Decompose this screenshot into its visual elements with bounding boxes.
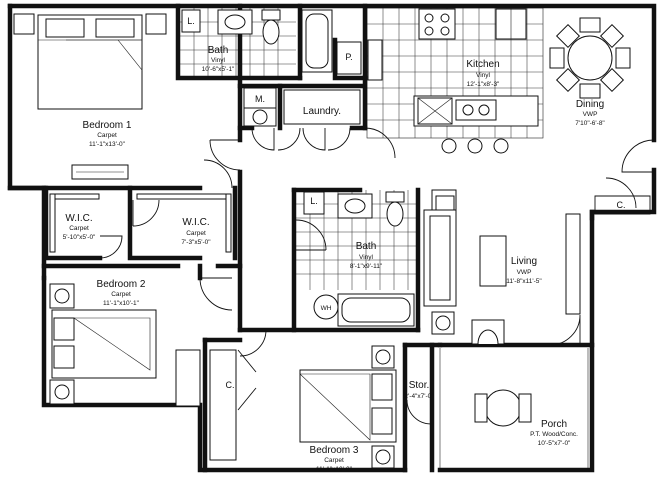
room-name: Laundry. — [303, 106, 341, 117]
bath2-fixtures — [303, 191, 415, 327]
tag-closet-living: C. — [617, 200, 626, 210]
living-furniture — [423, 189, 581, 345]
room-size: 2'-4"x7'-0" — [404, 393, 434, 400]
room-finish: Vinyl — [476, 72, 491, 79]
room-kitchen-label: Kitchen Vinyl 12'-1"x8'-3" — [466, 59, 500, 88]
bed-bedroom1 — [13, 13, 167, 180]
room-finish: Carpet — [324, 457, 344, 464]
room-name: W.I.C. — [182, 217, 209, 228]
walls — [7, 3, 657, 473]
room-bedroom3-label: Bedroom 3 Carpet 11'-1"x10'-0" — [310, 445, 359, 473]
room-size: 10'-6"x5'-1" — [202, 66, 235, 73]
dining-table — [549, 17, 631, 99]
room-size: 11'-1"x10'-1" — [103, 300, 140, 307]
room-name: Kitchen — [466, 59, 499, 70]
room-wic2-label: W.I.C. Carpet 7'-3"x5'-0" — [181, 217, 211, 246]
room-finish: Carpet — [186, 230, 206, 237]
tag-linen-bath1: L. — [187, 16, 195, 26]
room-finish: Carpet — [97, 132, 117, 139]
laundry-fixtures — [243, 87, 361, 127]
room-wic1-label: W.I.C. Carpet 5'-10"x5'-0" — [63, 213, 96, 241]
room-name: W.I.C. — [65, 213, 92, 224]
room-size: 10'-5"x7'-0" — [538, 440, 571, 447]
door-swings — [99, 10, 655, 425]
room-living-label: Living VWP 11'-8"x11'-5" — [506, 256, 542, 285]
room-name: Living — [511, 256, 537, 267]
room-name: Bath — [208, 45, 229, 56]
room-dining-label: Dining VWP 7'10"-6'-8" — [575, 99, 605, 127]
room-finish: VWP — [583, 111, 598, 118]
room-finish: Carpet — [69, 225, 89, 232]
room-finish: Carpet — [111, 291, 131, 298]
bath1-fixtures — [181, 9, 362, 75]
room-bath1-label: Bath Vinyl 10'-6"x5'-1" — [202, 45, 235, 73]
room-size: 11'-1"x13'-0" — [89, 141, 126, 148]
tag-linen-bath2: L. — [310, 196, 318, 206]
room-name: Bedroom 1 — [83, 120, 132, 131]
room-storage-label: Stor. 2'-4"x7'-0" — [404, 380, 434, 400]
room-size: 7'-3"x5'-0" — [181, 239, 211, 246]
room-bedroom1-label: Bedroom 1 Carpet 11'-1"x13'-0" — [83, 120, 132, 148]
room-finish: VWP — [517, 269, 532, 276]
bed-bedroom2 — [49, 283, 201, 407]
room-size: 12'-1"x8'-3" — [467, 81, 500, 88]
room-porch-label: Porch P.T. Wood/Conc. 10'-5"x7'-0" — [530, 419, 578, 447]
tag-water-heater: WH — [321, 305, 332, 312]
bed-bedroom3 — [209, 345, 397, 469]
tag-pantry: P. — [345, 52, 352, 62]
kitchen-fixtures — [367, 8, 539, 154]
room-size: 11'-8"x11'-5" — [506, 278, 542, 285]
room-bath2-label: Bath Vinyl 8'-1"x9'-11" — [350, 241, 383, 270]
room-laundry-label: Laundry. — [303, 106, 341, 117]
room-name: Bedroom 2 — [97, 279, 146, 290]
small-tags: L. L. P. M. C. C. WH — [187, 16, 625, 390]
room-name: Stor. — [409, 380, 430, 391]
room-bedroom2-label: Bedroom 2 Carpet 11'-1"x10'-1" — [97, 279, 146, 307]
porch-table — [439, 348, 589, 468]
room-size: 5'-10"x5'-0" — [63, 234, 96, 241]
room-name: Bedroom 3 — [310, 445, 359, 456]
tag-mechanical: M. — [255, 94, 265, 104]
room-size: 11'-1"x10'-0" — [316, 466, 353, 473]
room-size: 7'10"-6'-8" — [575, 120, 605, 127]
room-name: Dining — [576, 99, 604, 110]
room-finish: P.T. Wood/Conc. — [530, 431, 578, 438]
room-name: Bath — [356, 241, 377, 252]
wic-shelves — [49, 193, 232, 253]
room-name: Porch — [541, 419, 567, 430]
room-finish: Vinyl — [359, 254, 374, 261]
tag-closet-bedroom3: C. — [226, 380, 235, 390]
room-finish: Vinyl — [211, 57, 226, 64]
room-size: 8'-1"x9'-11" — [350, 263, 383, 270]
